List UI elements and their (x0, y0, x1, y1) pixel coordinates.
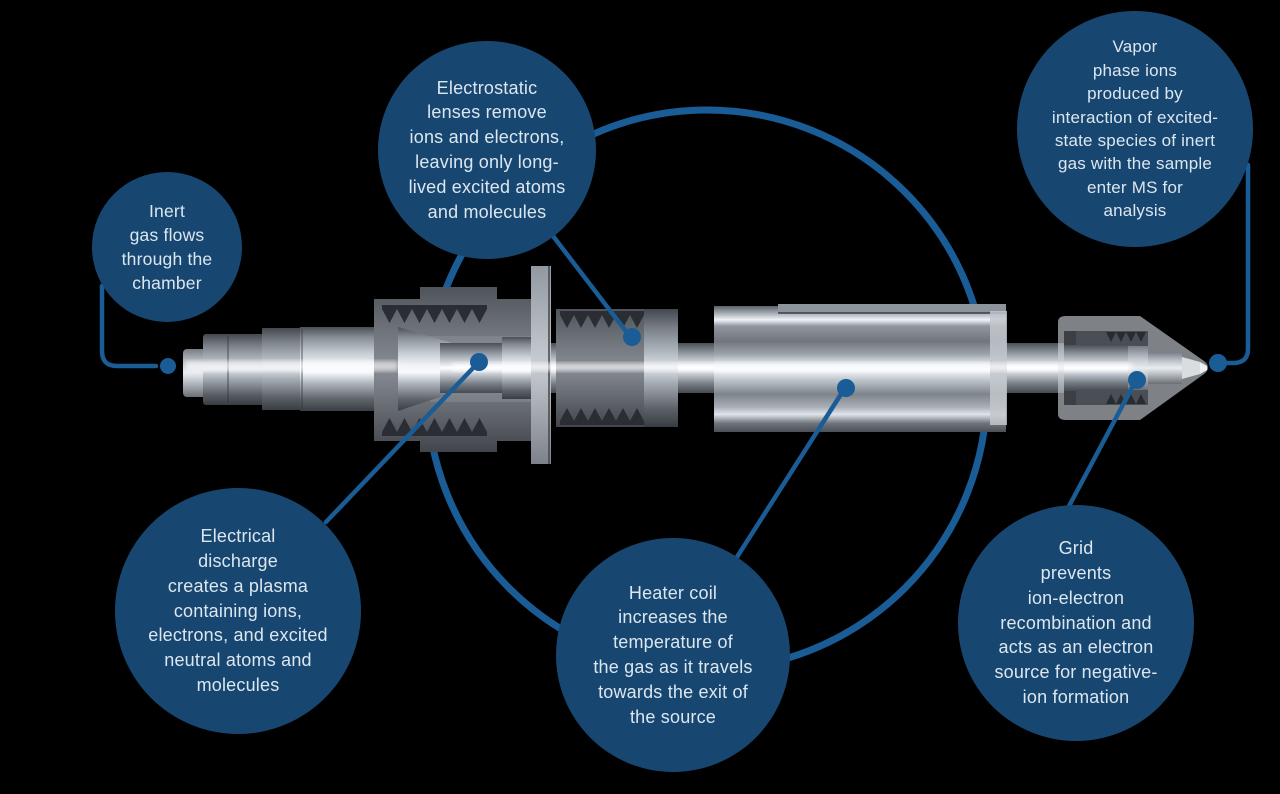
connector-dot-inert-gas (160, 358, 176, 374)
ion-source-illustration (183, 266, 1208, 464)
connector-dot-electrostatic (623, 328, 641, 346)
connector-line-electrical (323, 363, 478, 525)
callout-vapor-phase-ions: Vapor phase ions produced by interaction… (1017, 11, 1253, 247)
connector-line-heater (734, 388, 846, 560)
tip-cylinder (1148, 352, 1182, 384)
bushing-threads-bottom (1106, 394, 1146, 404)
callout-heater-coil: Heater coil increases the temperature of… (556, 538, 790, 772)
connector-dot-vapor (1209, 354, 1227, 372)
thread-bar (382, 432, 487, 436)
callout-text: Inert gas flows through the chamber (121, 200, 213, 294)
callout-text: Electrical discharge creates a plasma co… (148, 526, 328, 696)
thread-bar (382, 305, 487, 309)
exit-tip (1182, 357, 1200, 379)
connector-dot-grid (1128, 371, 1146, 389)
connector-lines (99, 162, 1251, 560)
connector-line-vapor (1223, 162, 1251, 366)
callout-grid: Grid prevents ion-electron recombination… (958, 505, 1194, 741)
taper-cone (398, 327, 452, 411)
callout-text: Grid prevents ion-electron recombination… (994, 538, 1158, 708)
callout-electrical-discharge: Electrical discharge creates a plasma co… (115, 488, 361, 734)
specular-highlight (186, 361, 398, 371)
connector-dot-electrical (470, 353, 488, 371)
connector-dots (160, 328, 1227, 397)
threads-top (382, 309, 487, 323)
connector-line-grid (1065, 381, 1137, 511)
callout-text: Heater coil increases the temperature of… (593, 582, 753, 727)
connector-line-electrostatic (550, 233, 631, 337)
connector-dot-heater (837, 379, 855, 397)
exit-tip-point (1200, 362, 1207, 374)
callout-text: Vapor phase ions produced by interaction… (1051, 37, 1219, 221)
thread-bar (560, 311, 644, 315)
threads-bottom (382, 418, 487, 432)
barrel-lip (778, 304, 1006, 313)
bushing-threads-top (1106, 332, 1146, 342)
threads-bottom (560, 408, 644, 421)
connector-line-inert-gas (99, 283, 159, 369)
callout-text: Electrostatic lenses remove ions and ele… (408, 77, 566, 222)
thread-bar (560, 421, 644, 425)
callout-electrostatic-lenses: Electrostatic lenses remove ions and ele… (378, 41, 596, 259)
callout-inert-gas: Inert gas flows through the chamber (92, 172, 242, 322)
specular-highlight (452, 363, 1132, 371)
